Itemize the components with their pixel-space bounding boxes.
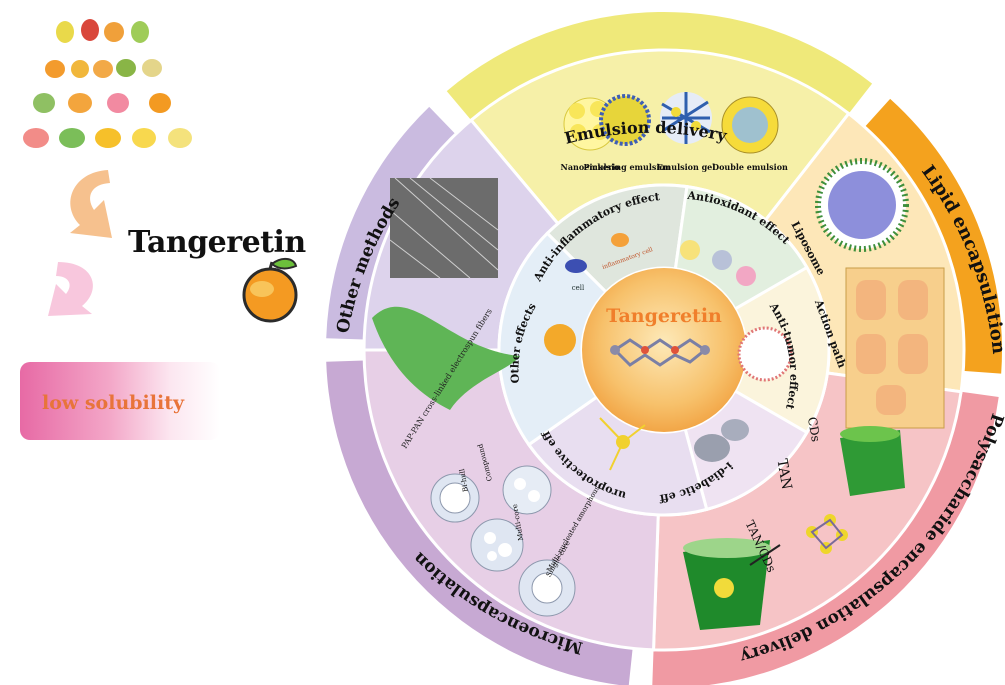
center-title: Tangeretin <box>606 305 722 327</box>
solubility-label: low solubility <box>42 392 185 414</box>
fruit-collection <box>23 19 298 323</box>
ring-lipid <box>864 98 1002 374</box>
label-emulsion-type: Nanoemulsio <box>561 162 621 172</box>
tan-cds-complex-icon <box>683 538 771 630</box>
pickering-emulsion-icon <box>599 94 651 146</box>
solubility-box <box>20 362 220 440</box>
label-emulsion-type: Double emulsion <box>712 162 788 172</box>
emulsion-illustrations <box>563 92 779 154</box>
left-title: Tangeretin <box>128 225 306 260</box>
electrospun-fiber-icon <box>372 306 520 410</box>
label-emulsion-type: Pickering emulsion <box>583 162 670 172</box>
label-cell: cell <box>572 284 585 292</box>
tumor-cell-icon <box>737 326 793 382</box>
tangeretin-molecule-icon <box>806 514 848 554</box>
label-emulsion-type: Emulsion gel <box>657 162 716 172</box>
diabetes-cell-icon <box>721 419 749 441</box>
orange-arrow-icon <box>70 170 112 238</box>
action-path-illustration <box>845 267 945 429</box>
center-circle <box>582 268 746 432</box>
ring-microencapsulation <box>326 360 633 685</box>
cyclodextrin-icon <box>840 426 905 496</box>
liposome-icon <box>815 158 909 252</box>
oxidized-icon <box>736 266 756 286</box>
arrow-icon <box>749 544 781 566</box>
label-tan: TAN <box>773 458 794 491</box>
emulsion-gel-icon <box>660 92 712 144</box>
tangeretin-structure-icon <box>610 338 710 367</box>
ring-polysaccharide <box>652 391 999 685</box>
double-emulsion-icon <box>721 96 779 154</box>
pink-arrow-icon <box>48 262 93 316</box>
citrus-slice-icon <box>544 324 576 356</box>
label-cds: CDs <box>805 416 823 443</box>
diabetes-organ-icon <box>694 434 730 462</box>
ring-emulsion <box>446 12 873 121</box>
radical-icon <box>712 250 732 270</box>
microcapsule-icons <box>430 465 576 617</box>
fiber-sem-image <box>390 178 498 278</box>
inflammatory-cell-icon <box>611 233 629 247</box>
antioxidant-molecule-icon <box>680 240 700 260</box>
cell-icon <box>565 259 587 273</box>
